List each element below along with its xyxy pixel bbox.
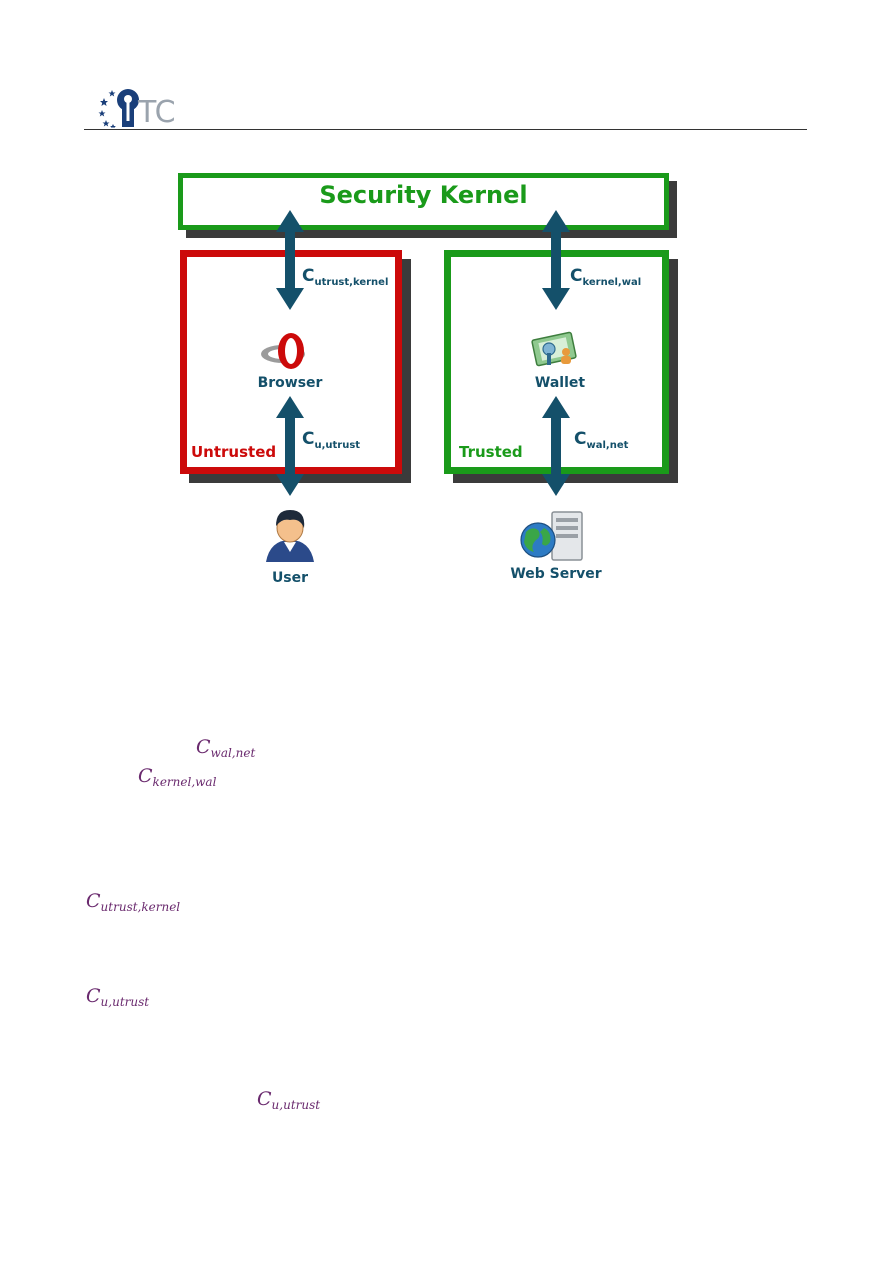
keyhole-stars-logo-icon: TC (98, 89, 176, 128)
channel-label-kernel-wal: Ckernel,wal (570, 266, 642, 288)
math-c-wal-net: Cwal,net (196, 736, 256, 760)
channel-label-u-utrust: Cu,utrust (302, 429, 361, 451)
channel-base: C (570, 266, 583, 286)
math-subscript: u,utrust (271, 1098, 321, 1112)
logo-text: TC (137, 95, 176, 128)
untrusted-label: Untrusted (191, 443, 277, 461)
security-kernel-title: Security Kernel (319, 181, 528, 209)
web-server-icon (520, 511, 583, 561)
wallet-label: Wallet (534, 375, 586, 391)
math-c-kernel-wal: Ckernel,wal (138, 765, 217, 789)
channel-label-wal-net: Cwal,net (574, 429, 629, 451)
channel-base: C (302, 266, 315, 286)
web-server-label: Web Server (510, 566, 602, 582)
math-subscript: utrust,kernel (100, 900, 181, 914)
math-c-utrust-kernel: Cutrust,kernel (86, 890, 181, 914)
channel-base: C (302, 429, 315, 449)
channel-subscript: wal,net (586, 440, 629, 451)
math-base: C (86, 985, 101, 1007)
math-base: C (86, 890, 101, 912)
math-c-u-utrust: Cu,utrust (86, 985, 150, 1009)
math-subscript: u,utrust (100, 995, 150, 1009)
user-avatar-icon (266, 510, 314, 562)
math-subscript: wal,net (210, 746, 256, 760)
channel-subscript: u,utrust (314, 440, 361, 451)
header-rule (84, 129, 807, 130)
channel-label-utrust-kernel: Cutrust,kernel (302, 266, 389, 288)
math-c-u-utrust: Cu,utrust (257, 1088, 321, 1112)
user-label: User (271, 570, 309, 586)
math-subscript: kernel,wal (152, 775, 217, 789)
trusted-label: Trusted (459, 443, 523, 461)
channel-subscript: kernel,wal (582, 277, 642, 288)
math-base: C (138, 765, 153, 787)
channel-base: C (574, 429, 587, 449)
channel-subscript: utrust,kernel (314, 277, 389, 288)
math-base: C (257, 1088, 272, 1110)
math-base: C (196, 736, 211, 758)
security-kernel-box: Security Kernel (178, 173, 669, 230)
browser-label: Browser (257, 375, 323, 391)
